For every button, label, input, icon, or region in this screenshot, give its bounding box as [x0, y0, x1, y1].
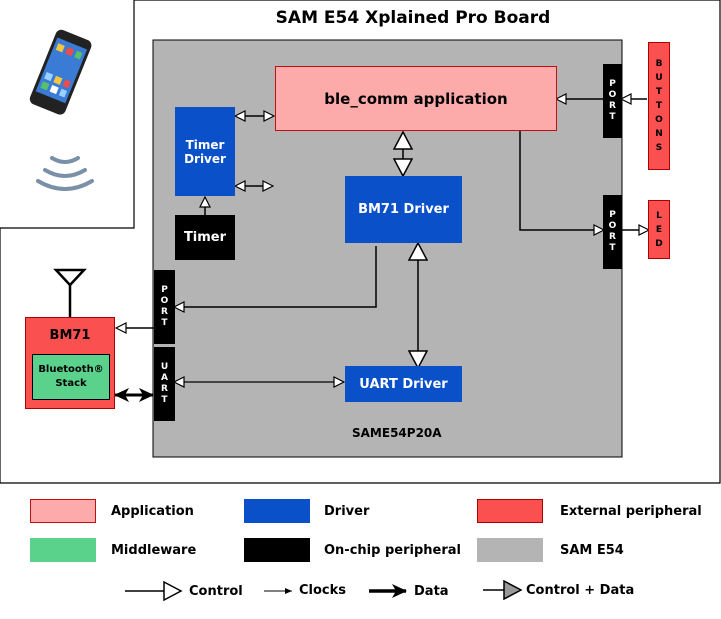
buttons-char: B [655, 59, 663, 69]
timer-driver-label: Timer Driver [184, 137, 226, 166]
led-char: D [655, 238, 663, 249]
port-right-top-char: P [609, 79, 616, 89]
buttons-char: S [655, 143, 663, 153]
timer-driver-block: Timer Driver [175, 107, 235, 196]
bm71-label: BM71 [49, 328, 91, 343]
timer-label: Timer [183, 230, 227, 245]
buttons-char: O [655, 115, 663, 125]
legend-swatch-application [30, 499, 96, 523]
legend-swatch-external [477, 499, 543, 523]
led-char: L [656, 210, 662, 221]
bm71-driver-block: BM71 Driver [345, 176, 462, 243]
port-left-char: T [161, 318, 168, 328]
port-right-top-char: O [608, 90, 617, 100]
conn-bm71driver-port [175, 246, 377, 307]
uart-driver-label: UART Driver [359, 376, 448, 392]
legend-swatch-sam [477, 538, 543, 562]
legend-swatch-driver [244, 499, 310, 523]
port-left-char: P [161, 285, 168, 295]
buttons-char: T [655, 87, 663, 97]
legend-swatch-onchip [244, 538, 310, 562]
antenna-icon [53, 268, 87, 317]
port-left-char: R [161, 307, 168, 317]
smartphone-icon [29, 29, 92, 115]
uart-left-char: T [161, 395, 168, 405]
port-right-bottom-char: R [609, 232, 616, 242]
port-right-top: P O R T [603, 64, 622, 138]
legend-label-middleware: Middleware [111, 543, 197, 558]
chip-label: SAME54P20A [352, 426, 442, 440]
bt-stack-label: Bluetooth® Stack [38, 364, 104, 389]
port-right-bottom-char: O [608, 221, 617, 231]
bt-stack-block: Bluetooth® Stack [32, 354, 110, 400]
port-right-top-char: R [609, 101, 616, 111]
buttons-char: N [655, 129, 663, 139]
uart-left-char: R [161, 384, 168, 394]
legend-label-sam: SAM E54 [560, 543, 624, 558]
legend-label-onchip: On-chip peripheral [324, 543, 461, 558]
buttons-char: U [655, 73, 663, 83]
conn-app-port-led [519, 131, 603, 230]
uart-left-char: A [161, 373, 168, 383]
legend-label-application: Application [111, 504, 194, 519]
led-block: L E D [648, 200, 670, 259]
port-left-char: O [160, 296, 169, 306]
buttons-block: B U T T O N S [648, 42, 670, 170]
port-left: P O R T [154, 270, 175, 344]
bm71-block: BM71 Bluetooth® Stack [25, 317, 115, 409]
port-right-bottom-char: T [609, 243, 616, 253]
app-label: ble_comm application [324, 89, 508, 108]
legend-label-clocks: Clocks [299, 583, 347, 598]
uart-left: U A R T [154, 347, 175, 421]
legend-label-driver: Driver [324, 504, 370, 519]
legend-label-external: External peripheral [560, 504, 702, 519]
legend-label-data: Data [414, 584, 449, 599]
legend-label-control-data: Control + Data [526, 583, 635, 598]
port-right-bottom: P O R T [603, 195, 622, 269]
port-right-top-char: T [609, 112, 616, 122]
uart-left-char: U [160, 362, 169, 372]
uart-driver-block: UART Driver [345, 366, 462, 402]
timer-block: Timer [175, 215, 235, 260]
port-right-bottom-char: P [609, 210, 616, 220]
app-block: ble_comm application [275, 66, 557, 131]
legend-swatch-middleware [30, 538, 96, 562]
wireless-icon [36, 156, 94, 191]
led-char: E [655, 224, 663, 235]
buttons-char: T [655, 101, 663, 111]
legend-label-control: Control [189, 584, 243, 599]
board-title: SAM E54 Xplained Pro Board [275, 8, 551, 28]
bm71-driver-label: BM71 Driver [358, 202, 449, 217]
